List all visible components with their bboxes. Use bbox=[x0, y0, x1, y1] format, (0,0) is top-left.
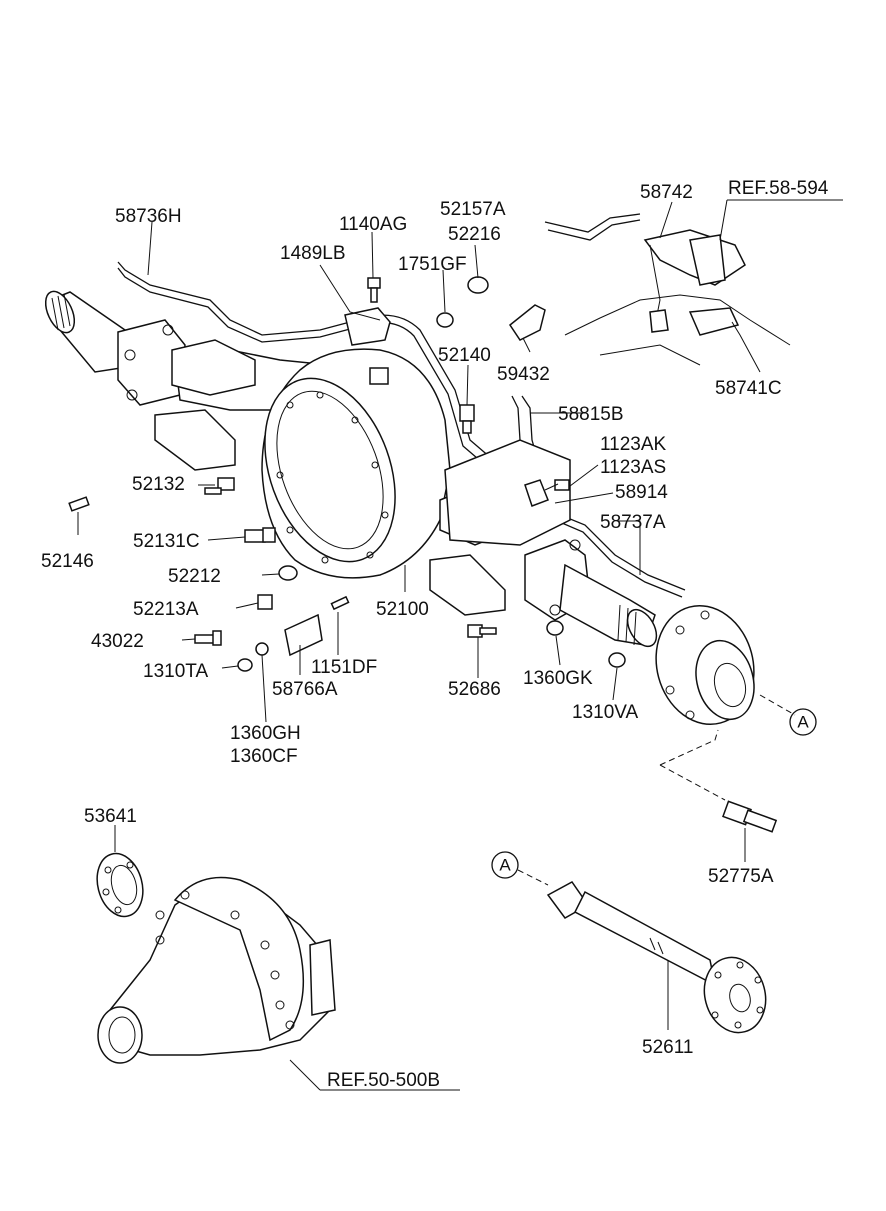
nut-1310VA bbox=[608, 652, 626, 668]
label-52132: 52132 bbox=[132, 474, 185, 495]
label-1140AG: 1140AG bbox=[339, 214, 407, 235]
ref-a-label: A bbox=[499, 855, 511, 874]
label-1310TA: 1310TA bbox=[143, 661, 208, 682]
bolt-52132 bbox=[204, 477, 235, 495]
axle-shaft-52611 bbox=[517, 869, 767, 1034]
bolt-1123AK bbox=[544, 479, 570, 491]
bolt-52686 bbox=[467, 624, 497, 638]
pin-52146 bbox=[68, 496, 90, 512]
vent-52140 bbox=[459, 404, 475, 434]
label-52212: 52212 bbox=[168, 566, 221, 587]
plug-52131C bbox=[244, 527, 276, 543]
label-58736H: 58736H bbox=[115, 206, 182, 227]
label-59432: 59432 bbox=[497, 364, 550, 385]
label-1123AS: 1123AS bbox=[600, 457, 666, 478]
label-58741C: 58741C bbox=[715, 378, 782, 399]
nut-1310TA bbox=[237, 658, 253, 672]
bolt-43022 bbox=[194, 630, 222, 646]
axle-tube-right bbox=[524, 539, 658, 648]
leader-lines bbox=[77, 199, 843, 1091]
label-ref-50-500B: REF.50-500B bbox=[327, 1070, 440, 1091]
label-52775A: 52775A bbox=[708, 866, 774, 887]
ref-a-label: A bbox=[797, 712, 809, 731]
bracket-58766A bbox=[284, 613, 323, 657]
label-52216: 52216 bbox=[448, 224, 501, 245]
ref-circle-a-hub: A bbox=[789, 708, 817, 736]
label-1151DF: 1151DF bbox=[311, 657, 377, 678]
label-58742: 58742 bbox=[640, 182, 693, 203]
bolt-1140AG bbox=[367, 277, 381, 303]
bracket-1489LB bbox=[344, 307, 391, 346]
label-1360CF: 1360CF bbox=[230, 746, 298, 767]
hub-bolt-52775A bbox=[659, 729, 778, 833]
label-53641: 53641 bbox=[84, 806, 137, 827]
label-1360GH: 1360GH bbox=[230, 723, 301, 744]
bolt-1151DF bbox=[330, 595, 350, 611]
label-58914: 58914 bbox=[615, 482, 668, 503]
valve-assembly-58742 bbox=[544, 213, 791, 366]
label-1751GF: 1751GF bbox=[398, 254, 467, 275]
label-1123AK: 1123AK bbox=[600, 434, 667, 455]
brake-line-58737A bbox=[547, 509, 686, 598]
label-43022: 43022 bbox=[91, 631, 144, 652]
label-52131C: 52131C bbox=[133, 531, 200, 552]
plug-52213A bbox=[257, 594, 273, 610]
nut-52157A bbox=[467, 276, 489, 294]
label-ref-58-594: REF.58-594 bbox=[728, 178, 829, 199]
label-58815B: 58815B bbox=[558, 404, 624, 425]
nut-1751GF bbox=[436, 312, 454, 328]
label-52157A: 52157A bbox=[440, 199, 506, 220]
label-52146: 52146 bbox=[41, 551, 94, 572]
washer-52212 bbox=[278, 565, 298, 581]
washer-1360GH bbox=[255, 642, 269, 656]
bearing-53641 bbox=[96, 852, 144, 918]
axle-housing-52100 bbox=[261, 348, 571, 616]
label-52140: 52140 bbox=[438, 345, 491, 366]
part-labels: 58736H 1140AG 52157A 52216 58742 REF.58-… bbox=[41, 178, 829, 1091]
connector-58914 bbox=[524, 479, 549, 507]
nut-1360GK bbox=[546, 620, 564, 636]
label-52611: 52611 bbox=[642, 1037, 693, 1058]
label-1360GK: 1360GK bbox=[523, 668, 593, 689]
ref-circle-a-shaft: A bbox=[491, 851, 519, 879]
label-58766A: 58766A bbox=[272, 679, 338, 700]
differential-carrier bbox=[97, 876, 336, 1064]
label-52686: 52686 bbox=[448, 679, 501, 700]
label-52213A: 52213A bbox=[133, 599, 199, 620]
wheel-hub bbox=[655, 604, 796, 726]
label-1310VA: 1310VA bbox=[572, 702, 639, 723]
label-1489LB: 1489LB bbox=[280, 243, 346, 264]
bracket-59432 bbox=[508, 304, 546, 341]
label-58737A: 58737A bbox=[600, 512, 666, 533]
label-52100: 52100 bbox=[376, 599, 429, 620]
